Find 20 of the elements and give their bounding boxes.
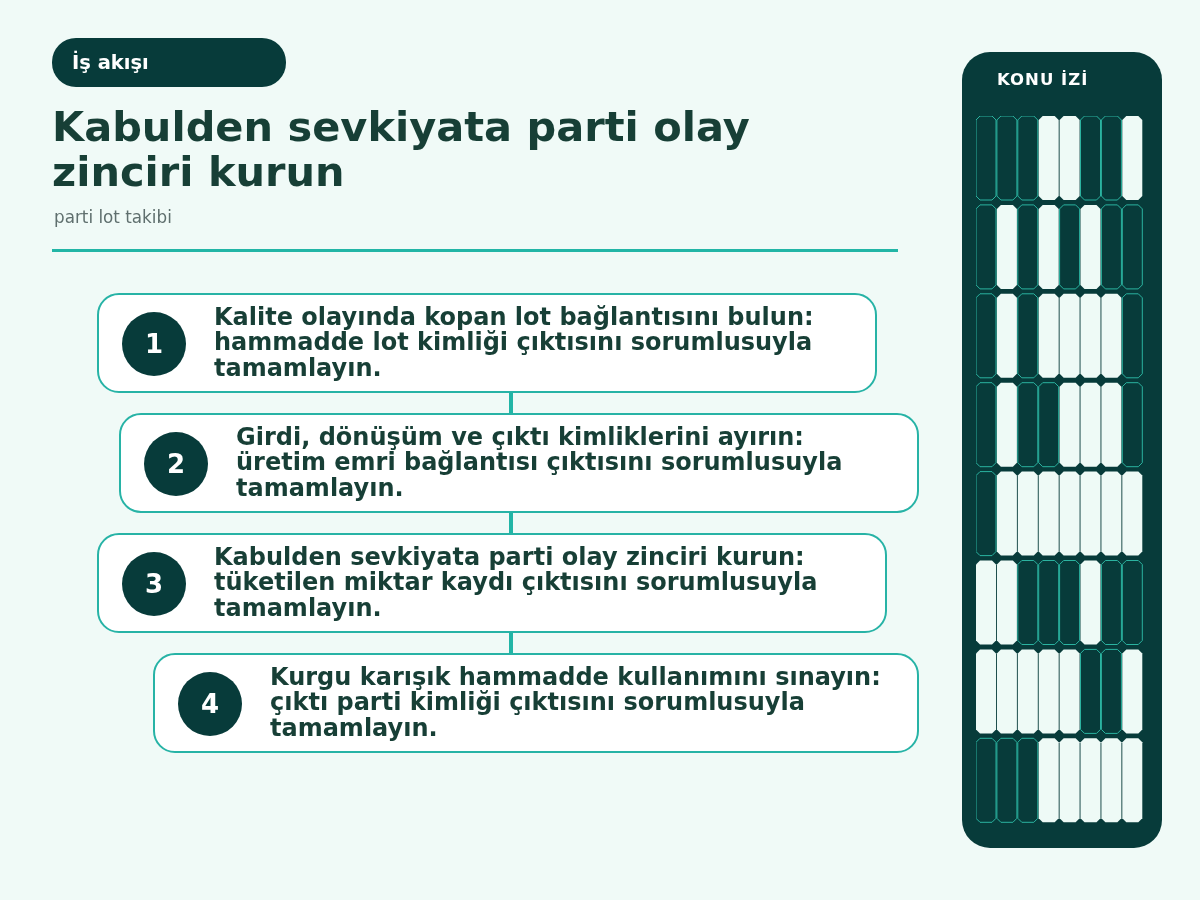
- category-tag: İş akışı: [52, 38, 286, 87]
- step-number-circle: 4: [178, 672, 242, 736]
- step-number-circle: 2: [144, 432, 208, 496]
- step-card: [97, 533, 887, 633]
- step-text: Girdi, dönüşüm ve çıktı kimliklerini ayırın: üretim emri bağlantısı çıktısını sorumlusuyla tamamlayın.: [236, 424, 844, 502]
- connector-line: [509, 513, 513, 533]
- step-number-circle: 1: [122, 312, 186, 376]
- title: Kabulden sevkiyata parti olay zinciri kurun: [52, 104, 751, 194]
- step-card: [97, 293, 877, 393]
- subtitle: parti lot takibi: [54, 207, 172, 227]
- connector-line: [509, 393, 513, 413]
- step-text: Kurgu karışık hammadde kullanımını sınayın: çıktı parti kimliği çıktısını sorumlusuyla tamamlayın.: [270, 664, 882, 742]
- side-panel: [962, 52, 1162, 848]
- step-text: Kabulden sevkiyata parti olay zinciri kurun: tüketilen miktar kaydı çıktısını sorumlusuyla tamamlayın.: [214, 544, 819, 622]
- step-number-circle: 3: [122, 552, 186, 616]
- connector-line: [509, 633, 513, 653]
- panel-title: KONU İZİ: [997, 70, 1089, 90]
- step-card: [153, 653, 919, 753]
- step-card: [119, 413, 919, 513]
- step-text: Kalite olayında kopan lot bağlantısını bulun: hammadde lot kimliği çıktısını sorumlusuyla tamamlayın.: [214, 304, 815, 382]
